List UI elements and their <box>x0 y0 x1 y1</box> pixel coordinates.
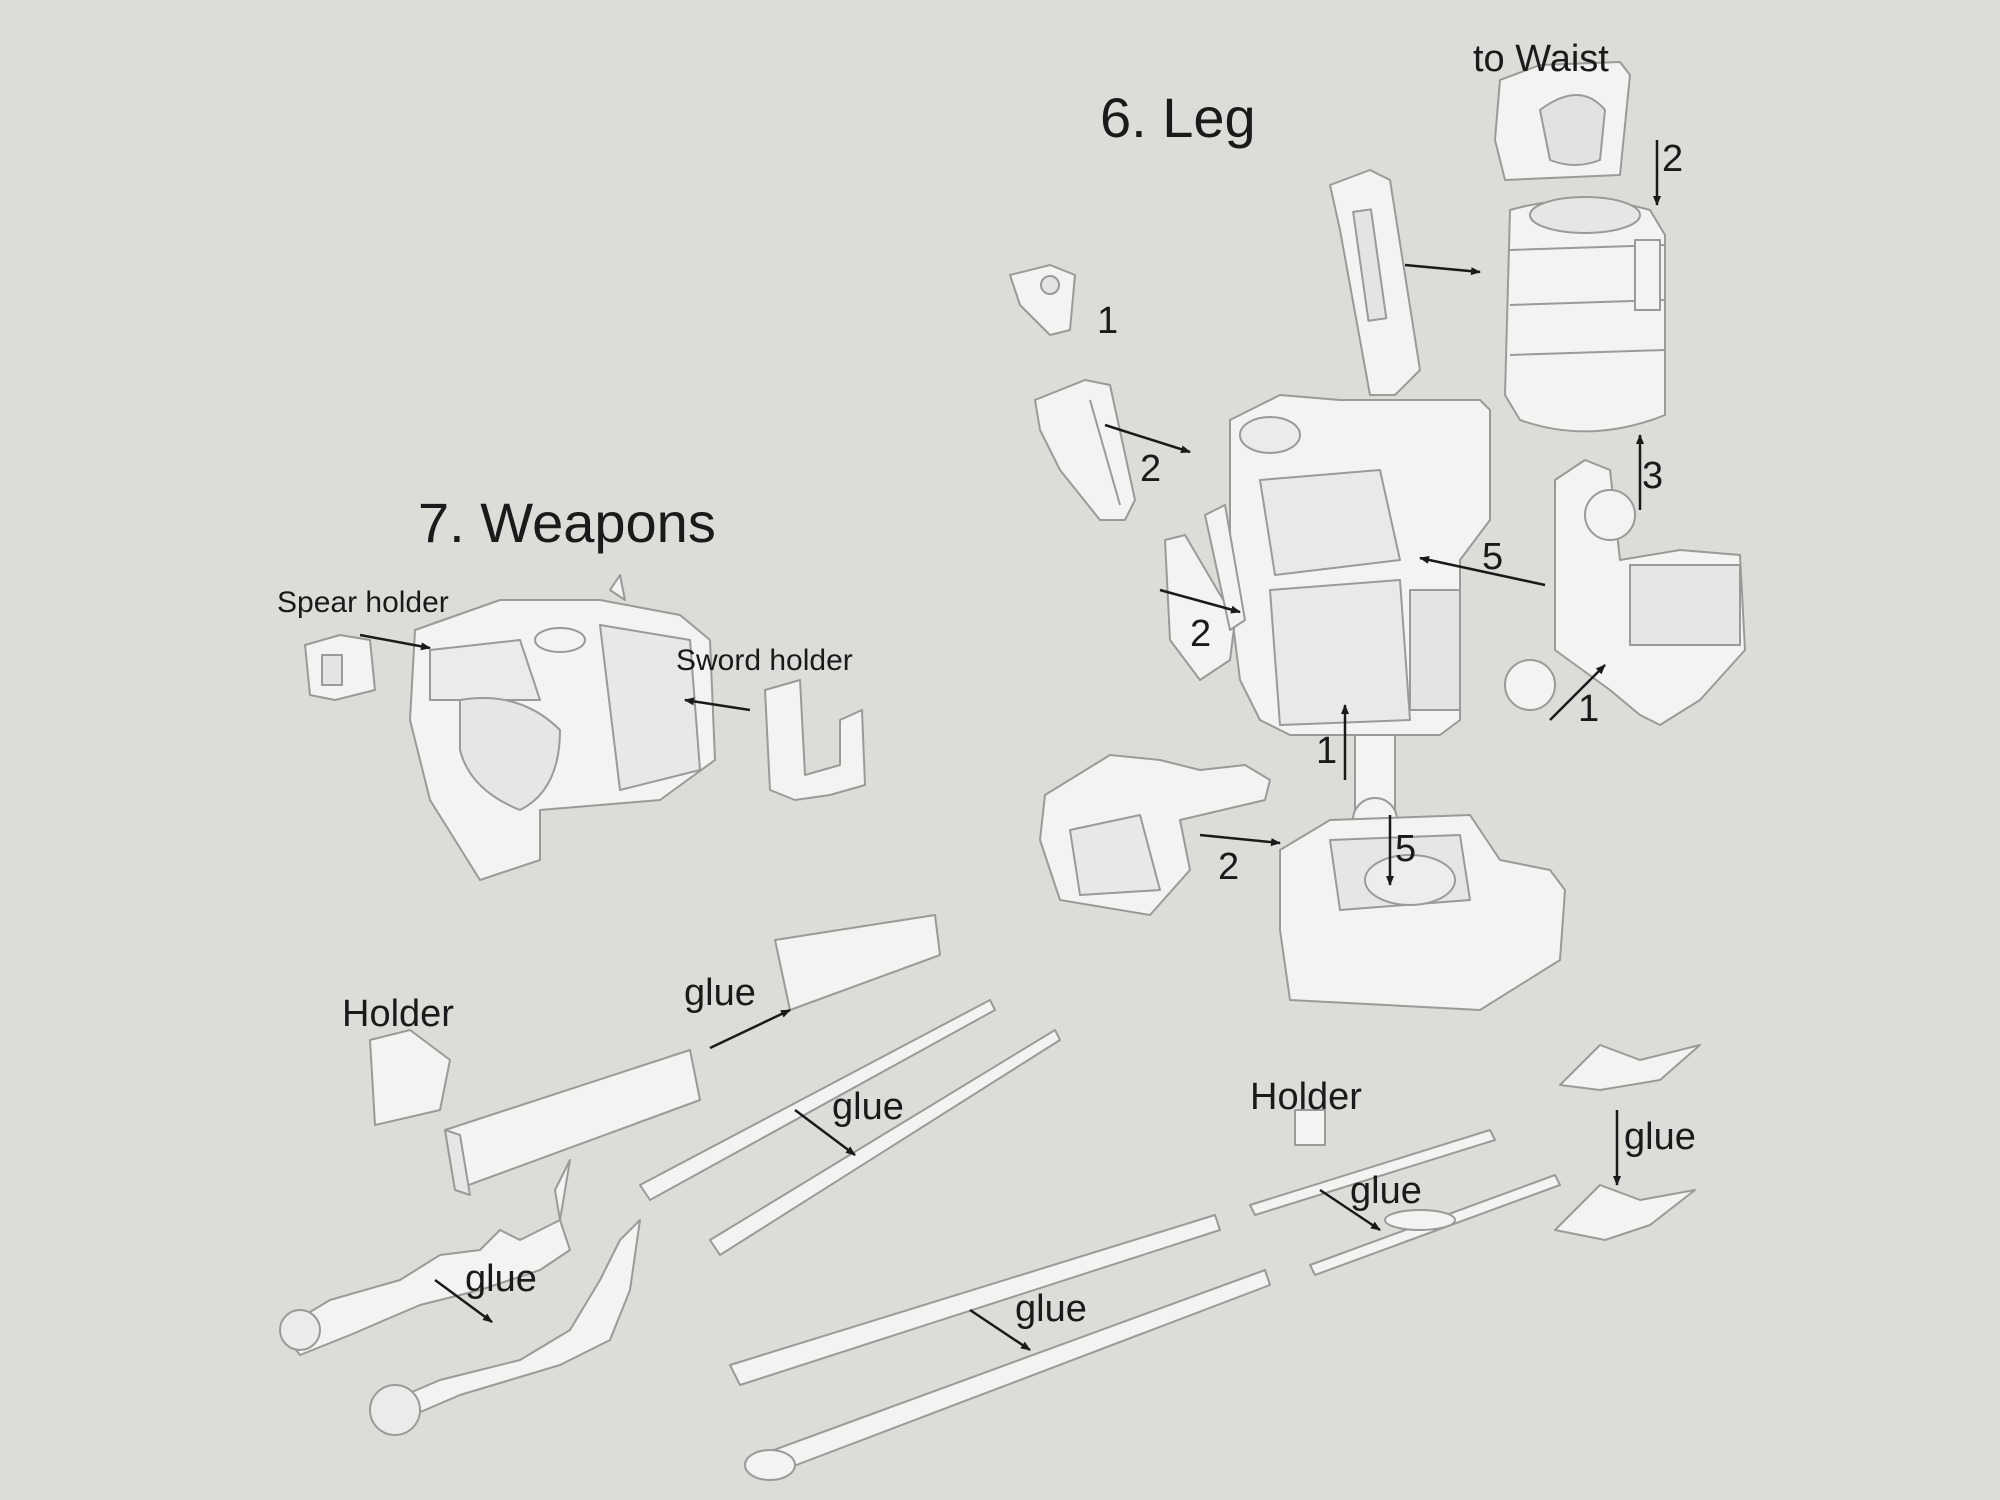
scabbard-holder-part <box>369 1029 451 1126</box>
weapons-section-title: 7. Weapons <box>418 491 716 554</box>
arrow-sword-holder <box>684 697 751 712</box>
step-label-block: 5 <box>1482 536 1504 578</box>
glue-label-head: glue <box>1624 1116 1696 1158</box>
step-label-ball: 1 <box>1578 688 1600 730</box>
side-fin-part <box>1164 504 1246 681</box>
sword-blade-part <box>639 999 1061 1256</box>
lion-head-weapon-block <box>409 574 716 881</box>
step-label-up-thigh: 3 <box>1642 455 1664 497</box>
step-label-knee-side: 2 <box>1140 448 1162 490</box>
arrow-glue-hilt <box>434 1278 493 1324</box>
holder-label-right: Holder <box>1250 1076 1362 1118</box>
arrow-spear-holder <box>359 633 431 651</box>
step-label-fin: 2 <box>1190 613 1212 655</box>
arrow-panel-to-thigh <box>1404 263 1481 276</box>
waist-joint-part <box>1494 61 1631 181</box>
knee-joint-block-part <box>1504 459 1746 726</box>
holder-label-left: Holder <box>342 993 454 1035</box>
arrow-glue-spear-upper <box>1319 1188 1381 1232</box>
arrow-block-to-body <box>1419 555 1546 587</box>
step-label-ankle-up: 1 <box>1316 730 1338 772</box>
leg-main-body-part <box>1229 394 1491 736</box>
sword-hilt-part <box>279 1159 641 1436</box>
small-joint-piece-1 <box>1009 264 1076 336</box>
spear-holder-label: Spear holder <box>277 586 449 619</box>
sword-holder-label: Sword holder <box>676 644 853 677</box>
leg-section-title: 6. Leg <box>1100 86 1256 149</box>
scabbard-part <box>444 914 941 1196</box>
knee-side-piece <box>1034 379 1136 521</box>
glue-label-hilt: glue <box>465 1258 537 1300</box>
arrow-glue-scabbard <box>709 1008 791 1050</box>
spear-shaft-part <box>729 1214 1271 1481</box>
arrow-ball <box>1549 664 1606 721</box>
spear-holder-small-part <box>1294 1109 1326 1146</box>
leg-armor-panel-part <box>1329 169 1421 396</box>
step-label-waist: 2 <box>1662 138 1684 180</box>
glue-label-spear-upper: glue <box>1350 1170 1422 1212</box>
step-label-ankle-down: 5 <box>1395 828 1417 870</box>
glue-label-blade: glue <box>832 1086 904 1128</box>
glue-label-spear: glue <box>1015 1288 1087 1330</box>
glue-label-scabbard: glue <box>684 972 756 1014</box>
arrow-glue-blade <box>794 1109 856 1156</box>
step-label-small-piece: 1 <box>1097 300 1119 342</box>
arrow-glue-spear <box>969 1308 1031 1352</box>
thigh-cylinder-part <box>1504 196 1666 433</box>
foot-part <box>1279 814 1566 1011</box>
knee-cap-part <box>1039 754 1271 916</box>
arrow-fin <box>1159 588 1241 614</box>
to-waist-label: to Waist <box>1473 38 1609 80</box>
spear-holder-part <box>304 634 376 701</box>
arrow-knee-cap <box>1199 833 1281 847</box>
arrow-knee-side <box>1104 423 1191 454</box>
spear-head-part <box>1554 1044 1701 1241</box>
spear-shaft-upper-part <box>1249 1129 1561 1276</box>
step-label-knee-cap: 2 <box>1218 846 1240 888</box>
sword-holder-part <box>764 679 866 801</box>
